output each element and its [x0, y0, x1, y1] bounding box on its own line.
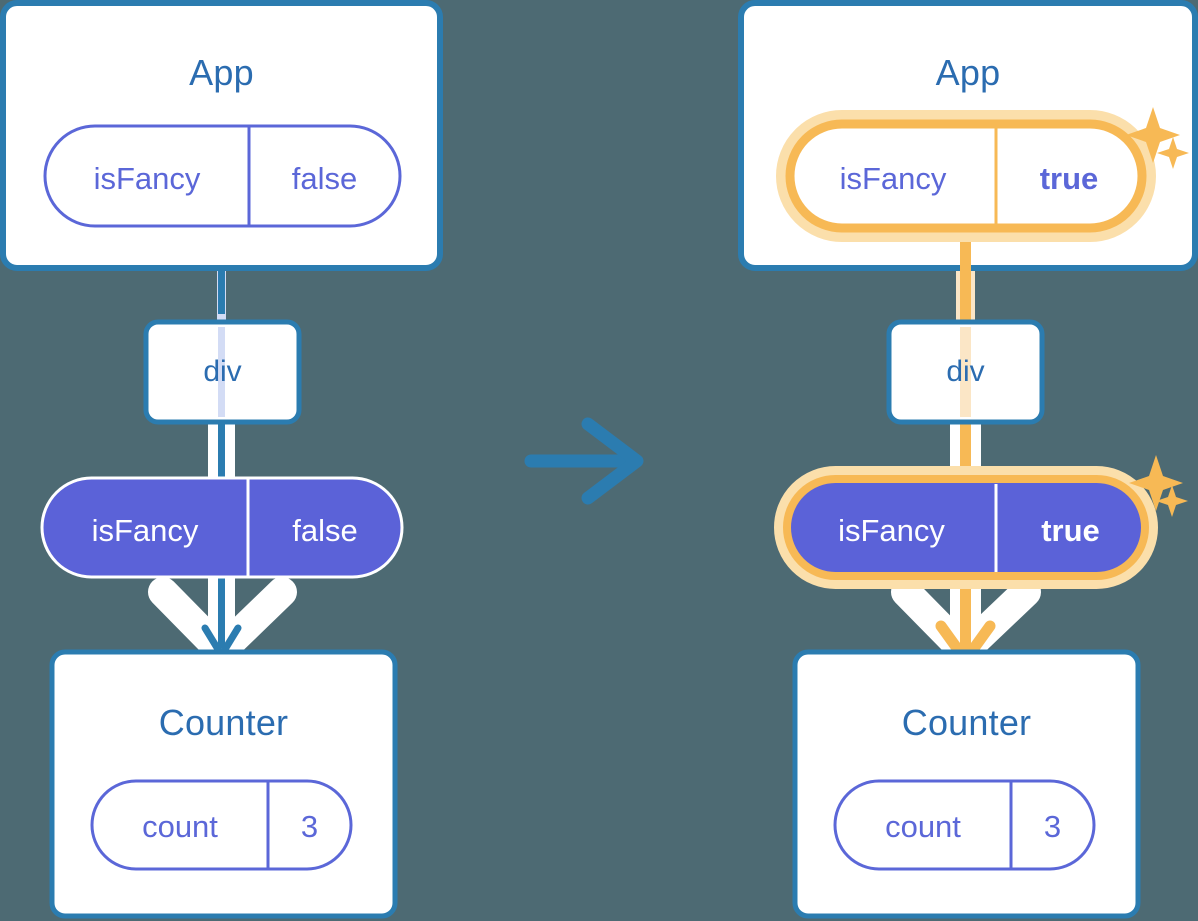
prop-pill-left [40, 476, 404, 579]
state-pill-app-right-glow [776, 110, 1156, 242]
connector-div-to-pill-right [960, 418, 971, 482]
div-box-right-inner-line [960, 327, 971, 417]
prop-pill-right-ring [783, 475, 1149, 580]
sparkle-icon-app-large [1126, 107, 1180, 163]
state-pill-app-right-ring [785, 119, 1147, 233]
arrow-right-icon [524, 417, 644, 505]
prop-pill-right-glow [774, 466, 1158, 589]
state-pill-counter-right [833, 779, 1096, 871]
div-box-left-inner-line [218, 327, 225, 417]
connector-div-to-pill-left-blue [218, 418, 225, 482]
state-pill-counter-left [90, 779, 353, 871]
sparkle-icon-app-small [1157, 137, 1189, 169]
sparkle-icon-prop-small [1156, 485, 1188, 517]
connector-app-inner-right [960, 226, 971, 330]
connector-app-to-div-left-upper [218, 262, 225, 314]
state-pill-app-left [43, 124, 402, 228]
sparkle-icon-prop-large [1129, 455, 1183, 511]
